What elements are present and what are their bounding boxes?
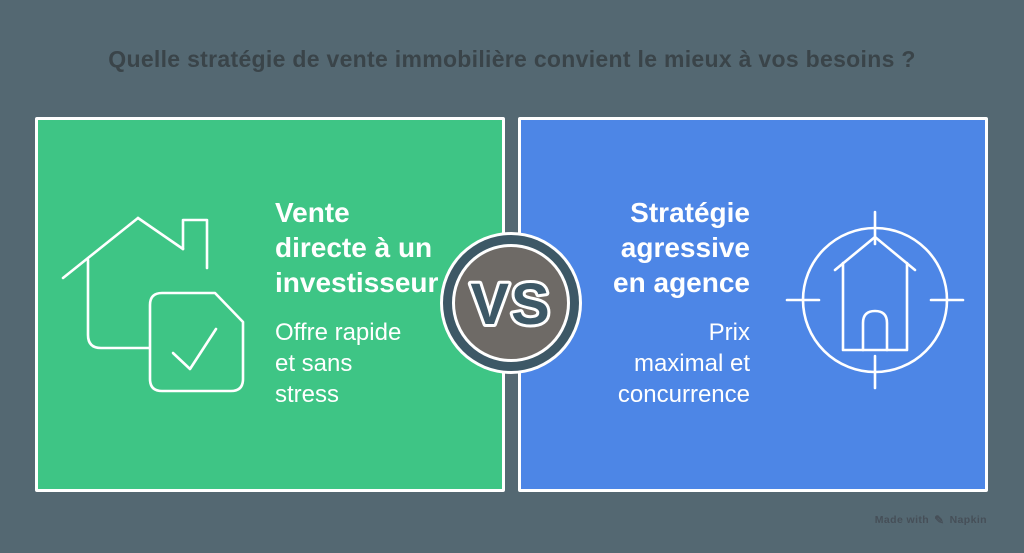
house-check-icon: [60, 205, 245, 395]
page-title: Quelle stratégie de vente immobilière co…: [108, 46, 916, 72]
check-badge-shape: [148, 291, 245, 393]
vs-badge-disc: [452, 244, 570, 362]
house-wall-line: [86, 258, 152, 350]
panel-agency-strategy: Stratégie agressive en agence Prix maxim…: [518, 117, 988, 492]
vs-badge: VS: [440, 232, 582, 374]
left-panel-subtitle: Offre rapide et sans stress: [275, 319, 402, 408]
watermark-prefix: Made with: [874, 514, 930, 526]
right-panel-subtitle: Prix maximal et concurrence: [617, 319, 750, 408]
left-panel-text: Vente directe à un investisseur Offre ra…: [275, 195, 438, 410]
left-panel-heading: Vente directe à un investisseur: [275, 197, 439, 298]
vs-label: VS: [470, 272, 551, 337]
right-panel-text: Stratégie agressive en agence Prix maxim…: [613, 195, 750, 410]
house-roof-line: [833, 235, 917, 272]
roof-left-line: [61, 216, 140, 280]
house-door-arch: [861, 309, 889, 352]
checkmark-glyph: [171, 327, 218, 371]
right-panel-heading: Stratégie agressive en agence: [613, 197, 750, 298]
house-walls-line: [841, 261, 909, 352]
roof-right-line: [136, 216, 185, 251]
panel-direct-sale: Vente directe à un investisseur Offre ra…: [35, 117, 505, 492]
watermark-brand: Napkin: [949, 514, 987, 526]
pen-icon: ✎: [934, 513, 945, 527]
watermark: Made with ✎ Napkin: [875, 514, 987, 526]
chimney-shape: [181, 218, 209, 270]
house-target-icon: [785, 210, 965, 390]
